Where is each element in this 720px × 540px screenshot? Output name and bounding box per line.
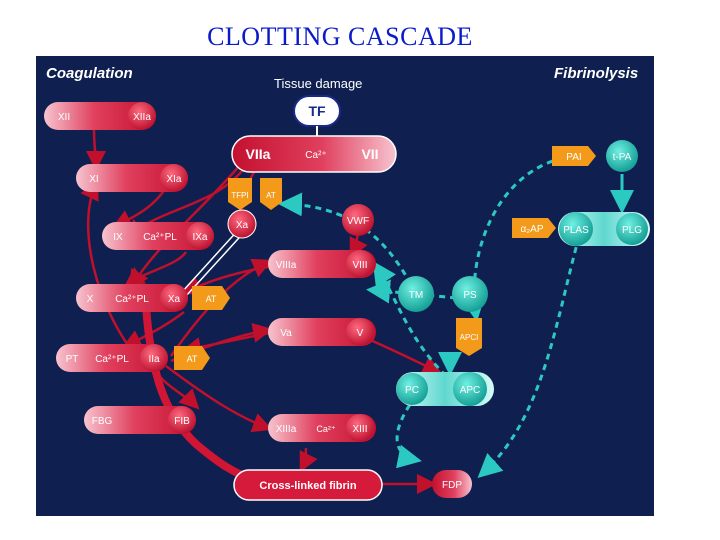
fdp-label: FDP bbox=[442, 480, 462, 491]
tissue-damage-label: Tissue damage bbox=[274, 76, 362, 91]
arrow-xii-to-xi bbox=[85, 129, 106, 171]
v-circle bbox=[346, 318, 374, 346]
xa-label: Xa bbox=[168, 294, 181, 305]
arrow-va-to-apc bbox=[365, 336, 443, 375]
fib-circle bbox=[168, 406, 196, 434]
xi-xia-complex bbox=[76, 164, 188, 192]
pt-iia-complex bbox=[56, 344, 168, 372]
iia-label: IIa bbox=[148, 354, 160, 365]
pc-circle bbox=[396, 373, 428, 405]
ixa-circle bbox=[186, 222, 214, 250]
tfpi-tag bbox=[228, 178, 252, 210]
x-label: X bbox=[87, 294, 94, 305]
plg-circle bbox=[616, 213, 648, 245]
fib-label: FIB bbox=[174, 416, 190, 427]
xia-circle bbox=[160, 164, 188, 192]
xiii-circle bbox=[346, 414, 374, 442]
at-small-label: AT bbox=[266, 191, 276, 200]
xii-xiia-complex bbox=[44, 102, 156, 130]
fbg-label: FBG bbox=[92, 416, 113, 427]
coagulation-heading: Coagulation bbox=[46, 65, 133, 82]
apci-label: APCI bbox=[460, 333, 479, 342]
pai-label: PAI bbox=[566, 152, 581, 163]
apc-label: APC bbox=[460, 385, 481, 396]
slide-title: CLOTTING CASCADE bbox=[207, 22, 473, 51]
arrow-ixa-to-x bbox=[123, 251, 188, 287]
xa-small-circle bbox=[227, 209, 257, 239]
tf-label: TF bbox=[308, 103, 326, 119]
pai-tag bbox=[552, 146, 596, 166]
arrow-plas-to-fdp bbox=[477, 225, 584, 479]
at-x-tag bbox=[192, 286, 230, 310]
ca-viia-label: Ca²⁺ bbox=[305, 150, 326, 161]
crosslinked-fibrin-bar bbox=[233, 469, 383, 501]
xiia-label: XIIa bbox=[133, 112, 151, 123]
xa-small-label: Xa bbox=[236, 220, 249, 231]
x-xa-complex bbox=[76, 284, 188, 312]
viii-label: VIII bbox=[352, 260, 367, 271]
viii-circle bbox=[346, 250, 374, 278]
fbg-fib-complex bbox=[84, 406, 196, 434]
crosslinked-fibrin-label: Cross-linked fibrin bbox=[259, 480, 356, 492]
clotting-cascade-diagram: Coagulation Fibrinolysis Tissue damage bbox=[36, 56, 654, 516]
ca-pl-x-label: Ca²⁺PL bbox=[115, 294, 149, 305]
tpa-circle bbox=[606, 140, 638, 172]
xiiia-label: XIIIa bbox=[276, 424, 297, 435]
a2ap-label: α₂AP bbox=[520, 224, 543, 235]
xa-circle bbox=[160, 284, 188, 312]
plas-circle bbox=[559, 212, 593, 246]
pc-label: PC bbox=[405, 385, 419, 396]
arrow-iia-to-xiii bbox=[165, 364, 273, 433]
ixa-label: IXa bbox=[192, 232, 207, 243]
arrow-iia-to-xi bbox=[80, 179, 137, 357]
va-label: Va bbox=[280, 328, 292, 339]
vii-label: VII bbox=[361, 146, 378, 162]
pt-label: PT bbox=[66, 354, 79, 365]
arrow-fdp-to-pc bbox=[395, 395, 422, 469]
ps-label: PS bbox=[463, 290, 477, 301]
apc-circle bbox=[453, 372, 487, 406]
plg-label: PLG bbox=[622, 225, 642, 236]
xii-label: XII bbox=[58, 112, 70, 123]
tfpi-inhibition-lines bbox=[181, 227, 249, 297]
tfpi-label: TFPI bbox=[231, 191, 248, 200]
tm-label: TM bbox=[409, 290, 423, 301]
tm-circle bbox=[398, 276, 434, 312]
ca-pl-pt-label: Ca²⁺PL bbox=[95, 354, 129, 365]
tpa-label: t-PA bbox=[613, 152, 632, 163]
ix-label: IX bbox=[113, 232, 123, 243]
arrow-xiiia-to-fibrin bbox=[299, 447, 318, 473]
at-pt-tag bbox=[174, 346, 210, 370]
at-x-label: AT bbox=[206, 294, 217, 304]
ps-circle bbox=[452, 276, 488, 312]
apci-tag bbox=[456, 318, 482, 356]
xiii-label: XIII bbox=[352, 424, 367, 435]
a2ap-tag bbox=[512, 218, 556, 238]
xiia-circle bbox=[128, 102, 156, 130]
v-label: V bbox=[357, 328, 364, 339]
ix-ixa-complex bbox=[102, 222, 214, 250]
ca-xiii-label: Ca²⁺ bbox=[316, 424, 336, 434]
viia-vii-complex bbox=[231, 135, 397, 173]
plas-label: PLAS bbox=[563, 225, 589, 236]
arrow-xa-to-pt bbox=[121, 311, 185, 349]
vwf-circle bbox=[342, 204, 374, 236]
xia-label: XIa bbox=[166, 174, 181, 185]
fibrinolysis-heading: Fibrinolysis bbox=[554, 65, 638, 82]
xi-label: XI bbox=[89, 174, 98, 185]
iia-circle bbox=[140, 344, 168, 372]
ca-pl-ix-label: Ca²⁺PL bbox=[143, 232, 177, 243]
viia-label: VIIa bbox=[246, 146, 271, 162]
fdp-node bbox=[432, 470, 472, 498]
vwf-label: VWF bbox=[347, 216, 369, 227]
at-pt-label: AT bbox=[187, 354, 198, 364]
at-small-tag bbox=[260, 178, 282, 210]
viiia-label: VIIIa bbox=[276, 260, 297, 271]
